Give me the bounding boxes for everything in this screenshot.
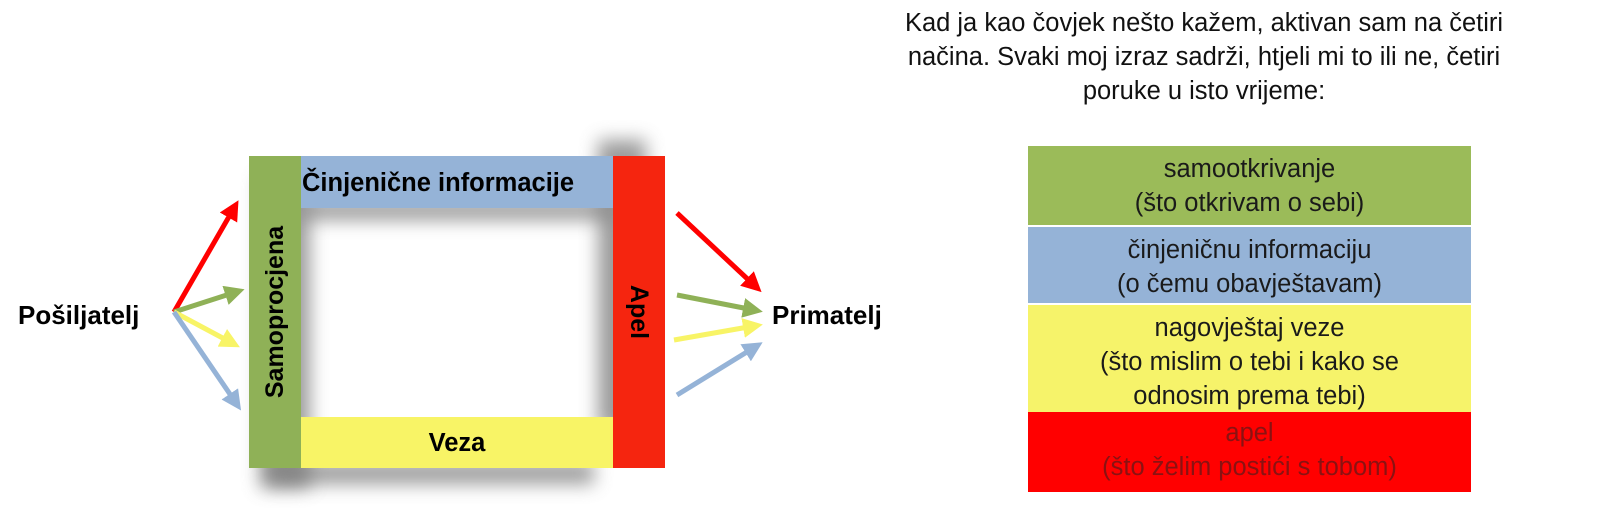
relationship-bar-fill xyxy=(300,417,614,468)
legend-title: apel xyxy=(1225,419,1274,447)
legend-row-appeal: apel (što želim postići s tobom) xyxy=(1028,412,1471,492)
intro-line-1: Kad ja kao čovjek nešto kažem, aktivan s… xyxy=(904,9,1504,37)
receiver-arrow-yellow xyxy=(673,318,763,343)
legend-row-self-revelation: samootkrivanje (što otkrivam o sebi) xyxy=(1028,146,1471,227)
relationship-bar xyxy=(300,417,614,468)
receiver-arrow-green xyxy=(676,292,763,318)
sender-arrow-green xyxy=(173,285,245,315)
sender-arrow-red xyxy=(171,200,239,314)
self-revelation-bar xyxy=(249,156,301,468)
intro-line-2: načina. Svaki moj izraz sadrži, htjeli m… xyxy=(907,43,1501,71)
receiver-arrow-red xyxy=(675,211,762,293)
legend-row-relationship: nagovještaj veze (što mislim o tebi i ka… xyxy=(1028,305,1471,412)
legend-description: (što želim postići s tobom) xyxy=(1102,453,1397,481)
intro-text: Kad ja kao čovjek nešto kažem, aktivan s… xyxy=(848,6,1560,108)
sender-label: Pošiljatelj xyxy=(18,300,140,330)
appeal-bar xyxy=(613,156,665,468)
receiver-arrow-blue xyxy=(675,342,763,398)
sender-arrow-blue xyxy=(171,310,242,411)
legend-row-facts: činjeničnu informaciju (o čemu obavješta… xyxy=(1028,227,1471,305)
self-revelation-bar-fill xyxy=(249,156,301,468)
legend-title: samootkrivanje xyxy=(1163,155,1336,183)
legend-description: (što otkrivam o sebi) xyxy=(1134,189,1365,217)
sender-arrow-yellow xyxy=(172,309,240,348)
legend-title: činjeničnu informaciju xyxy=(1127,236,1372,264)
legend-description: odnosim prema tebi) xyxy=(1133,382,1366,410)
relationship-label: Veza xyxy=(428,429,486,457)
facts-bar xyxy=(300,156,614,208)
legend-description: (što mislim o tebi i kako se xyxy=(1099,348,1399,376)
facts-bar-fill xyxy=(300,156,614,208)
facts-label: Činjenične informacije xyxy=(302,169,575,197)
four-messages-table: samootkrivanje (što otkrivam o sebi) čin… xyxy=(1028,146,1471,492)
receiver-label: Primatelj xyxy=(772,300,882,330)
appeal-bar-fill xyxy=(613,156,665,468)
legend-title: nagovještaj veze xyxy=(1154,314,1345,342)
legend-description: (o čemu obavještavam) xyxy=(1116,270,1383,298)
intro-line-3: poruke u isto vrijeme: xyxy=(1082,77,1326,105)
